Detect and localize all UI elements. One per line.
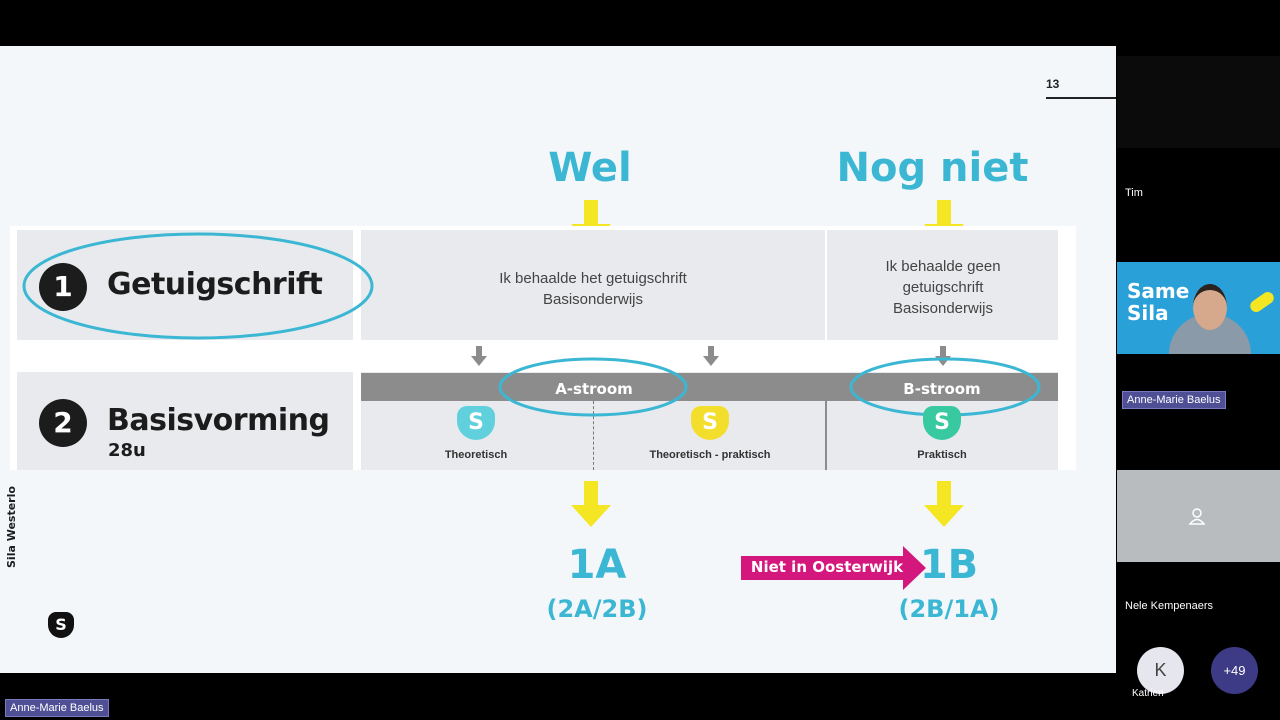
nog-niet-cell xyxy=(827,230,1058,340)
arrow-down-icon xyxy=(924,481,964,527)
participant-tile[interactable] xyxy=(1117,470,1280,562)
arrow-down-icon xyxy=(471,346,487,366)
logo-text: Sila Westerlo xyxy=(5,486,18,568)
wel-description: Ik behaalde het getuigschrift Basisonder… xyxy=(499,270,687,308)
badge-praktisch: S Praktisch xyxy=(882,406,1002,461)
page-number-rule xyxy=(1046,97,1116,99)
presentation-slide: 13 Wel Nog niet 1 Getuigschrift Ik behaa… xyxy=(0,46,1116,673)
user-placeholder-icon xyxy=(1188,508,1206,525)
participant-name: Tim xyxy=(1125,187,1143,199)
nog-niet-description: Ik behaalde geen getuigschrift Basisonde… xyxy=(885,258,1001,317)
wel-cell xyxy=(361,230,825,340)
video-bg-text: Same Sila xyxy=(1127,279,1190,325)
arrow-down-icon xyxy=(935,346,951,366)
row-title-getuigschrift: Getuigschrift xyxy=(107,267,323,302)
result-1a: 1A xyxy=(567,542,627,588)
badge-theoretisch: S Theoretisch xyxy=(416,406,536,461)
cell-divider xyxy=(593,401,594,470)
shield-s-icon: S xyxy=(923,406,961,440)
participant-video[interactable]: Same Sila xyxy=(1117,262,1280,354)
row-subtitle-hours: 28u xyxy=(108,440,146,461)
participant-avatar[interactable]: K xyxy=(1137,647,1184,694)
heading-wel: Wel xyxy=(548,145,632,191)
participant-head xyxy=(1193,284,1227,330)
participant-name: Nele Kempenaers xyxy=(1125,600,1214,612)
result-1a-sub: (2A/2B) xyxy=(546,595,648,623)
heading-nog-niet: Nog niet xyxy=(836,145,1029,191)
participant-avatar-name: Katrien xyxy=(1132,688,1164,699)
highlight-ellipse xyxy=(22,232,374,340)
badge-label: Theoretisch xyxy=(444,449,508,461)
speaker-name-tag: Anne-Marie Baelus xyxy=(5,699,109,717)
row-title-basisvorming: Basisvorming xyxy=(107,403,330,438)
arrow-down-icon xyxy=(703,346,719,366)
result-1b: 1B xyxy=(919,542,979,588)
badge-label: Praktisch xyxy=(917,449,967,461)
niet-in-oosterwijk-label: Niet in Oosterwijk xyxy=(750,558,904,576)
cell-divider xyxy=(825,230,826,340)
more-participants-button[interactable]: +49 xyxy=(1211,647,1258,694)
result-1b-sub: (2B/1A) xyxy=(898,595,1000,623)
badge-theoretisch-praktisch: S Theoretisch - praktisch xyxy=(630,406,790,461)
arrow-down-icon xyxy=(571,481,611,527)
b-stroom-label: B-stroom xyxy=(903,380,981,398)
participant-tile[interactable] xyxy=(1117,56,1280,148)
page-number: 13 xyxy=(1046,77,1060,91)
stream-bar xyxy=(361,373,1058,401)
sila-logo-icon: S xyxy=(48,612,74,638)
a-stroom-label: A-stroom xyxy=(555,380,633,398)
highlight-ellipse xyxy=(498,357,688,417)
cell-divider xyxy=(825,401,827,470)
number-badge-1: 1 xyxy=(39,263,87,311)
badge-label: Theoretisch - praktisch xyxy=(649,449,771,461)
number-badge-2: 2 xyxy=(39,399,87,447)
participant-name-tag: Anne-Marie Baelus xyxy=(1122,391,1226,409)
shield-s-icon: S xyxy=(691,406,729,440)
banner-arrow-icon xyxy=(741,546,926,590)
shield-s-icon: S xyxy=(457,406,495,440)
rocket-icon xyxy=(1247,289,1277,315)
